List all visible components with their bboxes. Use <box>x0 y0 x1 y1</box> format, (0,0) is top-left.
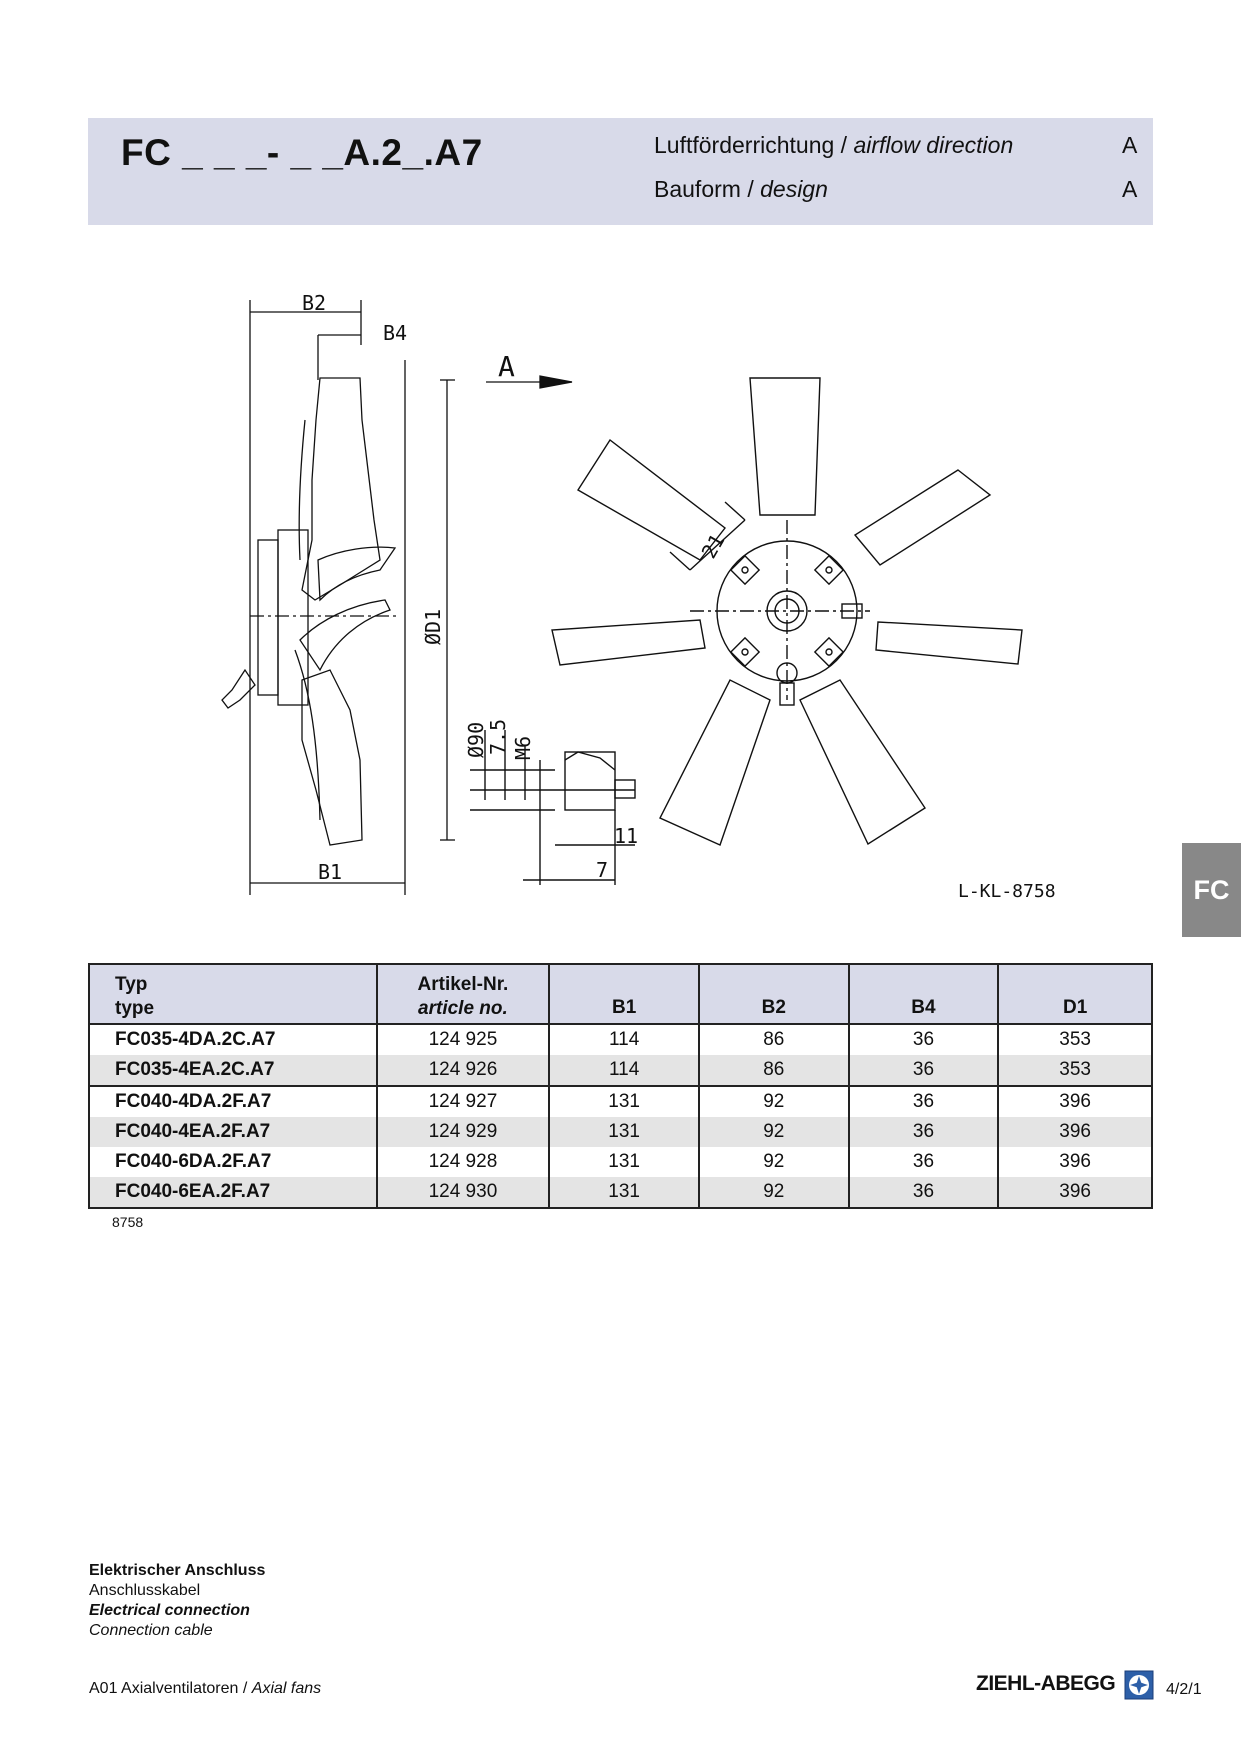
airflow-direction-label-de: Luftförderrichtung / <box>654 132 854 158</box>
dim-b2: B2 <box>302 291 326 315</box>
dim-7: 7 <box>596 858 608 882</box>
page-number: 4/2/1 <box>1166 1681 1202 1698</box>
design-value: A <box>1122 176 1138 202</box>
electrical-heading-de: Elektrischer Anschluss <box>89 1562 266 1579</box>
ziehl-abegg-logo-text: ZIEHL-ABEGG <box>976 1672 1116 1695</box>
airflow-direction-label: Luftförderrichtung / airflow direction <box>654 132 1013 159</box>
col-header-d1: D1 <box>997 963 1153 1025</box>
dim-m6: M6 <box>511 736 535 760</box>
col-header-type: Typ type <box>88 963 378 1025</box>
table-code: 8758 <box>112 1214 144 1230</box>
electrical-heading-en: Electrical connection <box>89 1602 250 1619</box>
dim-d1: ØD1 <box>421 609 445 645</box>
arrow-label-a: A <box>498 350 515 383</box>
airflow-direction-value: A <box>1122 132 1138 158</box>
col-header-b2: B2 <box>697 963 850 1025</box>
model-title: FC _ _ _- _ _A.2_.A7 <box>121 132 483 173</box>
electrical-connection-block: Elektrischer Anschluss Anschlusskabel El… <box>89 1561 265 1641</box>
airflow-direction-label-en: airflow direction <box>853 132 1014 158</box>
electrical-sub-en: Connection cable <box>89 1622 213 1639</box>
dim-7-5: 7.5 <box>486 719 510 755</box>
table-row: FC040-4DA.2F.A7 124 927 131 92 36 396 <box>88 1085 1153 1117</box>
fan-technical-drawing: B2 B4 B1 ØD1 A <box>221 291 1056 902</box>
design-label-en: design <box>760 176 828 202</box>
table-row: FC040-4EA.2F.A7 124 929 131 92 36 396 <box>88 1117 1153 1147</box>
dim-90: Ø90 <box>464 722 488 758</box>
table-row: FC035-4EA.2C.A7 124 926 114 86 36 353 <box>88 1055 1153 1086</box>
dimensions-table: Typ type Artikel-Nr. article no. B1 B2 B… <box>88 963 1153 1209</box>
design-label-de: Bauform / <box>654 176 761 202</box>
drawing-id: L-KL-8758 <box>958 881 1056 902</box>
table-header-row: Typ type Artikel-Nr. article no. B1 B2 B… <box>88 963 1153 1025</box>
table-row: FC040-6EA.2F.A7 124 930 131 92 36 396 <box>88 1177 1153 1209</box>
col-header-b4: B4 <box>847 963 1000 1025</box>
electrical-sub-de: Anschlusskabel <box>89 1582 201 1599</box>
dim-b4: B4 <box>383 321 407 345</box>
dim-b1: B1 <box>318 860 342 884</box>
ziehl-abegg-logo-icon <box>1124 1670 1154 1700</box>
dim-11: 11 <box>614 824 638 848</box>
footer-section-label: A01 Axialventilatoren / Axial fans <box>89 1680 322 1697</box>
col-header-article: Artikel-Nr. article no. <box>375 963 551 1025</box>
design-label: Bauform / design <box>654 176 828 203</box>
col-header-b1: B1 <box>548 963 700 1025</box>
table-row: FC035-4DA.2C.A7 124 925 114 86 36 353 <box>88 1024 1153 1055</box>
section-tab-fc: FC <box>1182 843 1241 937</box>
table-row: FC040-6DA.2F.A7 124 928 131 92 36 396 <box>88 1147 1153 1177</box>
header-bar: FC _ _ _- _ _A.2_.A7 Luftförderrichtung … <box>88 118 1153 225</box>
